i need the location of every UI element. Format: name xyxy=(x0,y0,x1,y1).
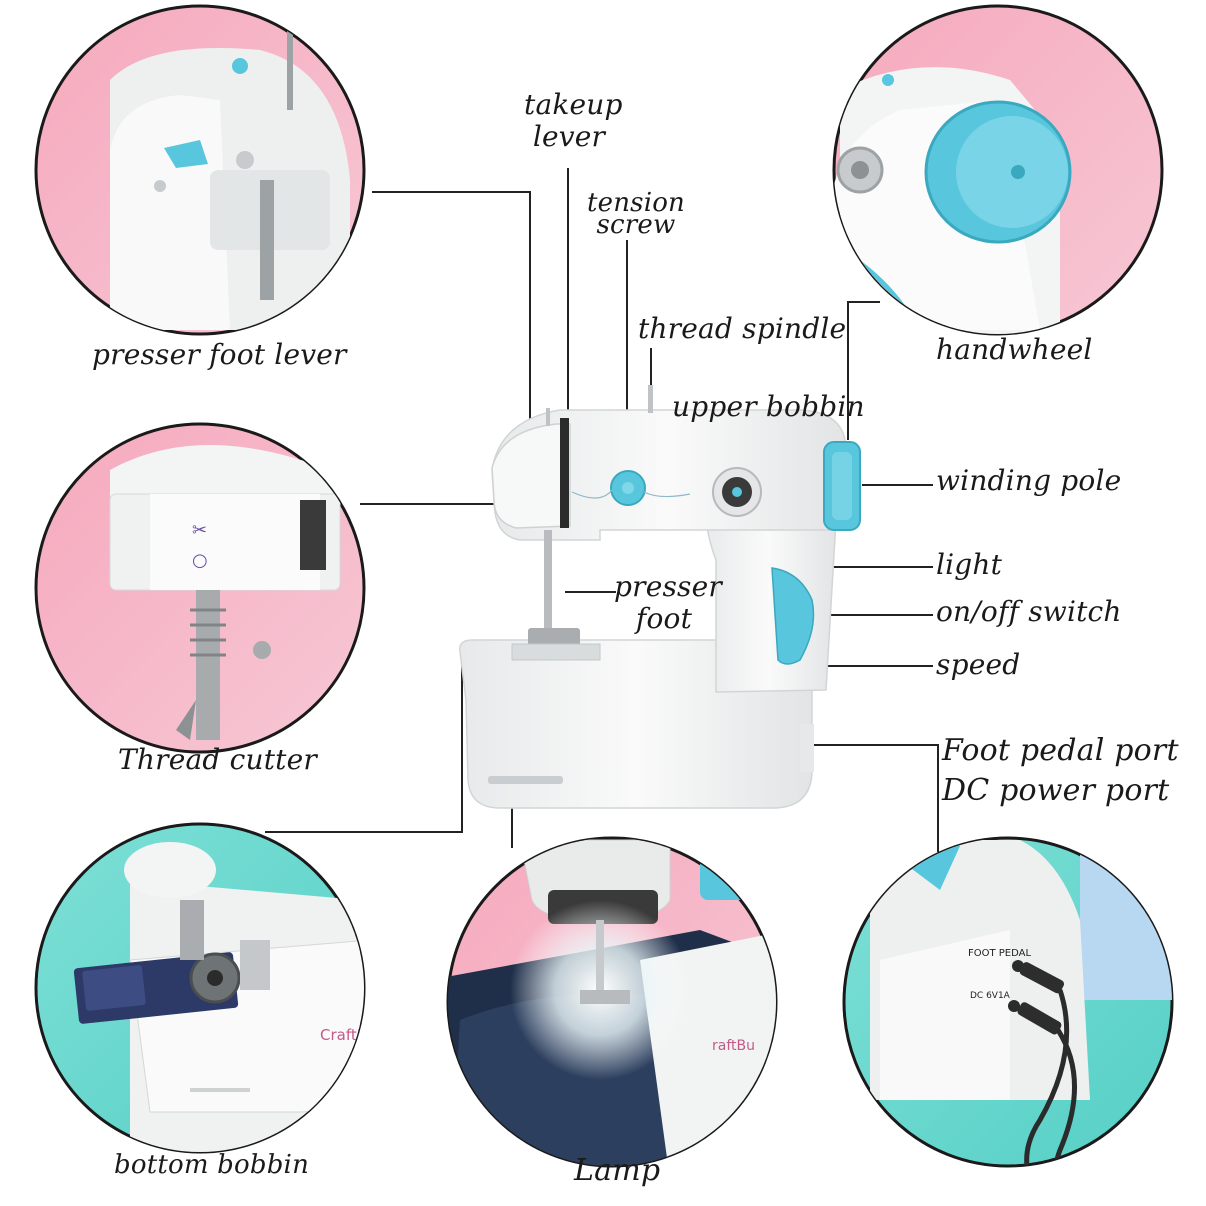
svg-text:○: ○ xyxy=(192,550,208,571)
needle-plate xyxy=(511,643,601,661)
label-presser-foot-lever: presser foot lever xyxy=(92,338,347,371)
tension-screw-center xyxy=(622,482,634,494)
label-foot-pedal-port: Foot pedal port xyxy=(942,733,1179,768)
foot-pedal-marking: FOOT PEDAL xyxy=(968,948,1031,959)
callout-handwheel xyxy=(832,4,1164,336)
spindle-left-part xyxy=(546,408,550,426)
port-panel xyxy=(800,724,814,772)
label-presser-foot-line2: foot xyxy=(635,602,693,635)
leader-presser-foot-lever xyxy=(372,191,531,425)
callout-thread-cutter: ✂ ○ xyxy=(34,422,366,754)
sewing-machine xyxy=(459,385,861,809)
callout-lamp: raftBu xyxy=(446,836,778,1168)
leader-foot-pedal-port xyxy=(812,744,939,852)
thread-path xyxy=(571,489,691,499)
label-bottom-bobbin: bottom bobbin xyxy=(114,1150,310,1180)
label-thread-cutter: Thread cutter xyxy=(118,743,317,776)
handwheel-grip xyxy=(832,452,852,520)
machine-arm xyxy=(491,409,847,541)
callout-presser-foot-lever xyxy=(34,4,366,336)
brand-mark-lamp: raftBu xyxy=(712,1038,755,1054)
needle-bar xyxy=(544,530,552,630)
label-dc-power-port: DC power port xyxy=(942,773,1170,808)
label-winding-pole: winding pole xyxy=(936,464,1122,497)
presser-foot-part xyxy=(528,628,580,646)
label-presser-foot-line1: presser xyxy=(614,570,722,603)
label-tension-screw-line2: screw xyxy=(596,210,676,240)
callout-ports: FOOT PEDAL DC 6V1A xyxy=(842,836,1174,1168)
control-panel-part xyxy=(771,567,815,665)
label-takeup-lever-line1: takeup xyxy=(524,88,623,121)
label-lamp: Lamp xyxy=(574,1153,661,1188)
thread-spindle-part xyxy=(648,385,653,413)
callout-bottom-bobbin: CraftBu xyxy=(34,822,377,1154)
label-speed: speed xyxy=(936,648,1021,681)
label-takeup-lever-line2: lever xyxy=(532,120,606,153)
dc-marking: DC 6V1A xyxy=(970,991,1011,1001)
takeup-lever-part xyxy=(560,418,569,528)
label-thread-spindle: thread spindle xyxy=(638,312,847,345)
label-on-off-switch: on/off switch xyxy=(936,595,1122,628)
label-handwheel: handwheel xyxy=(936,333,1093,366)
label-tension-screw-line1: tension xyxy=(586,188,686,218)
upper-bobbin-center xyxy=(732,487,742,497)
label-upper-bobbin: upper bobbin xyxy=(672,390,865,423)
leader-handwheel xyxy=(847,301,880,440)
brand-mark-bottom: CraftBu xyxy=(320,1026,377,1044)
label-light: light xyxy=(936,548,1003,581)
leader-bottom-bobbin xyxy=(265,662,463,833)
svg-text:✂: ✂ xyxy=(192,520,207,541)
machine-head xyxy=(491,423,571,529)
bobbin-slot xyxy=(488,776,563,784)
